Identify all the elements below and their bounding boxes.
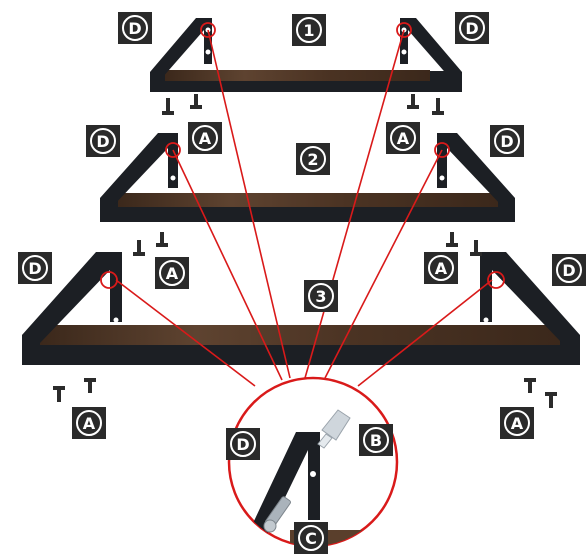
label-text: 2 [307,150,318,169]
label-text: 1 [303,21,314,40]
label-d-bottom-right: D [552,254,586,286]
label-text: A [83,414,96,433]
screw-icon [156,232,168,247]
label-b-detail: B [359,424,393,456]
label-text: D [96,132,109,151]
screw-icon [190,94,202,109]
label-text: D [128,19,141,38]
screw-icon [407,94,419,109]
label-text: A [397,129,410,148]
label-d-top-right: D [455,12,489,44]
label-text: A [435,259,448,278]
label-text: A [199,129,212,148]
screw-icon [470,240,482,256]
label-text: C [305,529,317,548]
screw-icon [524,378,536,393]
shelf-number-1: 1 [292,14,326,46]
label-d-top-left: D [118,12,152,44]
screw-icon [162,98,174,115]
label-text: B [370,431,382,450]
screw-icon [432,98,444,115]
screw-icon [446,232,458,247]
label-d-mid-right: D [490,125,524,157]
label-a-bottom-left: A [155,257,189,289]
shelf-3 [22,252,580,365]
label-text: A [166,264,179,283]
label-d-detail: D [226,428,260,460]
label-a-floor-left: A [72,407,106,439]
label-text: D [562,261,575,280]
screw-icon [84,378,96,393]
label-text: D [465,19,478,38]
label-a-bottom-right: A [424,252,458,284]
label-text: D [500,132,513,151]
screw-icon [133,240,145,256]
label-a-mid-left: A [188,122,222,154]
label-a-floor-right: A [500,407,534,439]
label-d-mid-left: D [86,125,120,157]
label-text: D [236,435,249,454]
label-text: D [28,259,41,278]
screw-icon [545,392,557,408]
label-d-bottom-left: D [18,252,52,284]
shelf-number-3: 3 [304,280,338,312]
shelf-number-2: 2 [296,143,330,175]
screw-icon [53,386,65,402]
label-a-mid-right: A [386,122,420,154]
label-c-detail: C [294,522,328,554]
label-text: A [511,414,524,433]
label-text: 3 [315,287,326,306]
